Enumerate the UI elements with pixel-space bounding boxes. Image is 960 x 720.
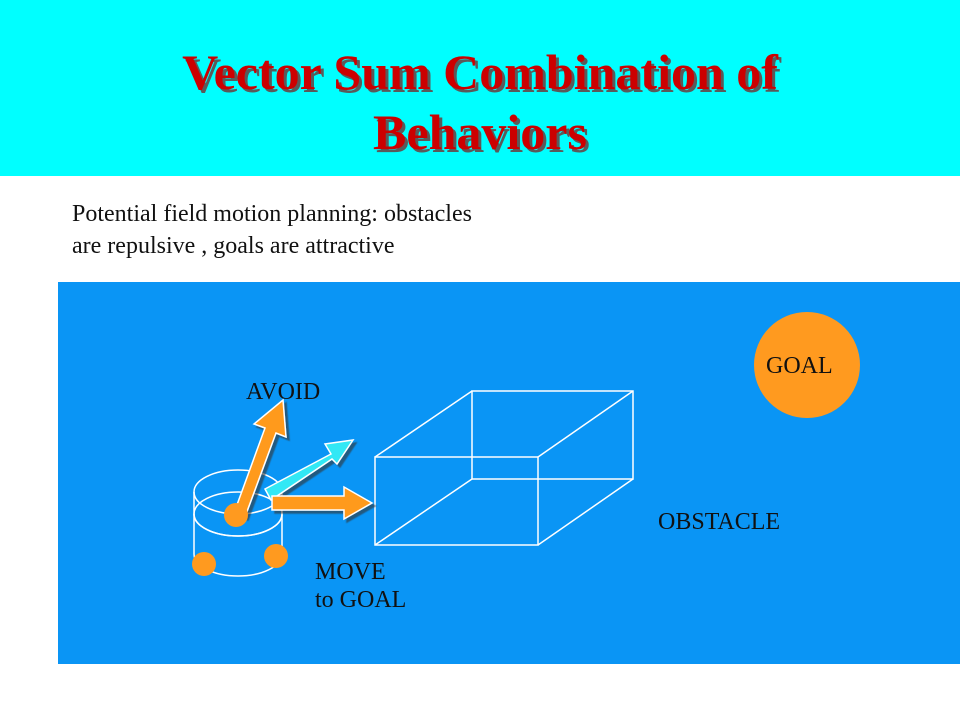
title-line-2: Behaviors	[373, 104, 587, 160]
robot-wheel-front	[224, 503, 248, 527]
robot-wheel-right	[264, 544, 288, 568]
avoid-label: AVOID	[246, 379, 321, 405]
obstacle-edge	[537, 390, 634, 458]
move-label-line-2: to GOAL	[315, 587, 407, 613]
title-line-1: Vector Sum Combination of	[182, 44, 778, 100]
subtitle-line-2: are repulsive , goals are attractive	[72, 233, 395, 259]
obstacle-front-face	[374, 456, 539, 546]
move-label-line-1: MOVE	[315, 559, 386, 585]
slide-title: Vector Sum Combination of Behaviors	[0, 42, 960, 162]
move-to-goal-label: MOVE to GOAL	[315, 558, 406, 614]
obstacle-edge	[374, 478, 473, 546]
title-bar	[0, 0, 960, 176]
subtitle-line-1: Potential field motion planning: obstacl…	[72, 201, 472, 227]
robot-wheel-left	[192, 552, 216, 576]
avoid-arrow	[233, 398, 287, 518]
obstacle-box	[374, 390, 634, 546]
subtitle: Potential field motion planning: obstacl…	[72, 198, 672, 262]
resultant-arrow	[263, 439, 355, 502]
obstacle-edge	[537, 478, 634, 546]
robot-band	[193, 513, 283, 537]
obstacle-back-face	[471, 390, 634, 480]
goal-circle	[754, 312, 860, 418]
move-to-goal-arrow	[271, 485, 374, 521]
obstacle-edge	[374, 390, 473, 458]
goal-label: GOAL	[766, 353, 833, 379]
obstacle-label: OBSTACLE	[658, 509, 781, 535]
